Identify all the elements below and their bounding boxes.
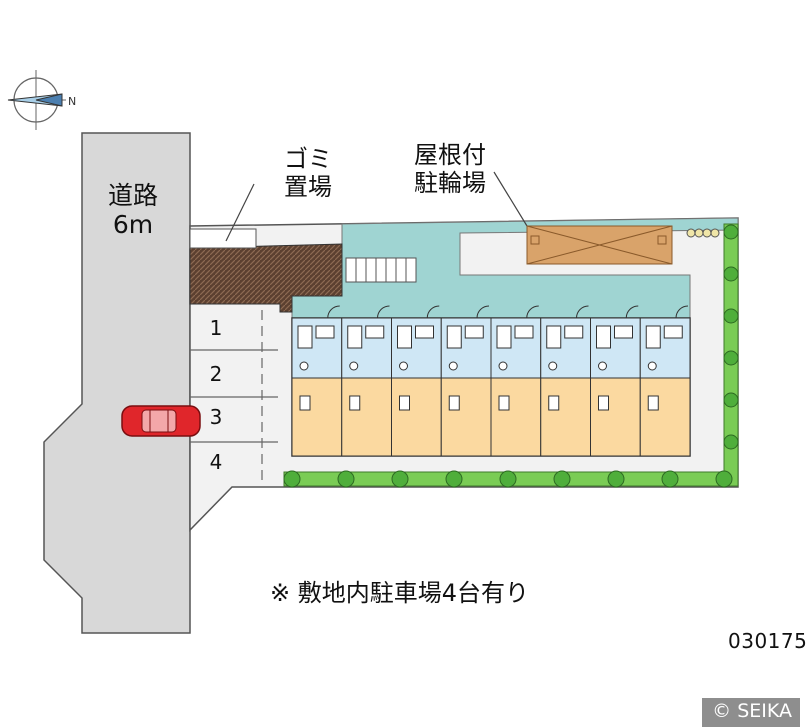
property-code: 030175 xyxy=(728,629,807,653)
shrub xyxy=(391,470,409,488)
bike-label-line1: 屋根付 xyxy=(414,141,486,169)
garbage-box xyxy=(189,228,257,249)
shrub xyxy=(661,470,679,488)
shrub xyxy=(499,470,517,488)
apartment-unit xyxy=(590,305,641,457)
parking-slot-3: 3 xyxy=(209,405,223,429)
parking-slot-1: 1 xyxy=(209,316,223,340)
car-icon xyxy=(121,405,201,437)
shrub xyxy=(337,470,355,488)
bike-label-line2: 駐輪場 xyxy=(414,168,486,197)
apartment-unit xyxy=(490,305,542,457)
compass-icon: N xyxy=(7,70,76,130)
apartment-unit xyxy=(391,305,442,457)
stairs xyxy=(345,257,417,283)
shrub xyxy=(723,266,739,282)
road-label: 道路 6m xyxy=(86,181,180,240)
parking-note: ※ 敷地内駐車場4台有り xyxy=(270,579,530,607)
bike-parking-label: 屋根付 駐輪場 xyxy=(392,141,508,197)
bike-leader xyxy=(493,171,528,227)
bicycle-icons xyxy=(686,228,720,238)
apartment-unit xyxy=(440,305,492,457)
garbage-label: ゴミ 置場 xyxy=(256,145,360,201)
parking-slot-4: 4 xyxy=(209,450,223,474)
garbage-leader xyxy=(225,183,255,242)
apartment-units xyxy=(291,305,691,457)
road-label-line1: 道路 xyxy=(107,181,158,210)
shrub xyxy=(553,470,571,488)
bike-shelter xyxy=(526,225,673,265)
garbage-label-line1: ゴミ xyxy=(284,145,332,173)
apartment-unit xyxy=(341,305,392,457)
road-label-line2: 6m xyxy=(112,209,154,239)
shrub xyxy=(723,434,739,450)
shrub xyxy=(723,224,739,240)
apartment-unit xyxy=(639,305,691,457)
parking-area xyxy=(190,310,278,480)
garbage-label-line2: 置場 xyxy=(284,172,332,201)
shrub xyxy=(723,308,739,324)
shrub xyxy=(723,392,739,408)
garbage-area xyxy=(189,243,343,313)
shrub xyxy=(445,470,463,488)
shrub xyxy=(715,470,733,488)
parking-slot-2: 2 xyxy=(209,362,223,386)
hedge xyxy=(283,223,739,488)
apartment-unit xyxy=(540,305,591,457)
shrub xyxy=(283,470,301,488)
shrub xyxy=(723,350,739,366)
copyright: © SEIKA xyxy=(702,698,800,727)
svg-text:N: N xyxy=(68,95,76,108)
apartment-unit xyxy=(291,305,343,457)
shrub xyxy=(607,470,625,488)
